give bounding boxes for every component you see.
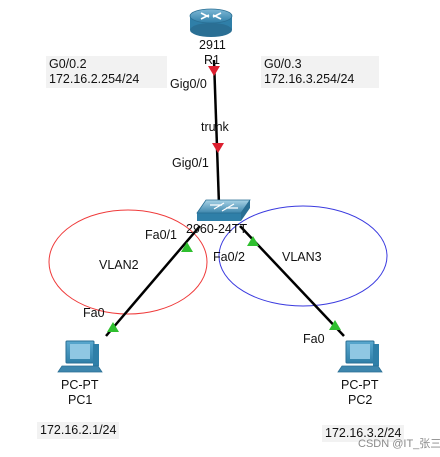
switch-icon[interactable] [196,199,251,221]
pc1-type-label: PC-PT [61,378,99,392]
vlan3-area [218,205,388,307]
pc2-ip-label: 172.16.3.2/24 [322,425,405,442]
switch-uplink-port-label: Gig0/1 [172,156,209,170]
subinterface-ip: 172.16.2.254/24 [49,72,140,86]
link-status-pc1-up [107,322,119,332]
link-status-switch-down [212,143,224,153]
vlan3-label: VLAN3 [282,250,322,264]
router-port-label: Gig0/0 [170,77,207,91]
pc1-name-label: PC1 [68,393,93,407]
pc1-ip-label: 172.16.2.1/24 [37,422,120,439]
subinterface-name: G0/0.3 [264,57,302,71]
pc1-port-label: Fa0 [83,306,105,320]
watermark: CSDN @IT_张三 [358,438,440,450]
pc2-type-label: PC-PT [341,378,379,392]
switch-model-label: 2960-24TT [186,222,248,236]
link-status-pc2-up [329,320,341,330]
vlan2-label: VLAN2 [99,258,139,272]
subinterface-g0-0-2: G0/0.2 172.16.2.254/24 [46,56,167,88]
switch-port-fa02-label: Fa0/2 [213,250,245,264]
pc2-port-label: Fa0 [303,332,325,346]
link-status-router-down [208,66,220,76]
router-icon[interactable] [189,8,233,37]
link-status-fa01-up [181,242,193,252]
link-sw-pc1[interactable] [105,225,201,337]
vlan2-area [48,209,208,315]
subinterface-ip: 172.16.3.254/24 [264,72,355,86]
trunk-link[interactable] [212,59,221,206]
pc2-name-label: PC2 [348,393,373,407]
switch-port-fa01-label: Fa0/1 [145,228,177,242]
trunk-label: trunk [201,120,229,134]
router-name-label: R1 [204,53,220,67]
pc-icon[interactable] [337,340,383,373]
link-status-fa02-up [247,236,259,246]
pc-icon[interactable] [57,340,103,373]
subinterface-name: G0/0.2 [49,57,87,71]
subinterface-g0-0-3: G0/0.3 172.16.3.254/24 [261,56,379,88]
router-model-label: 2911 [199,38,226,52]
